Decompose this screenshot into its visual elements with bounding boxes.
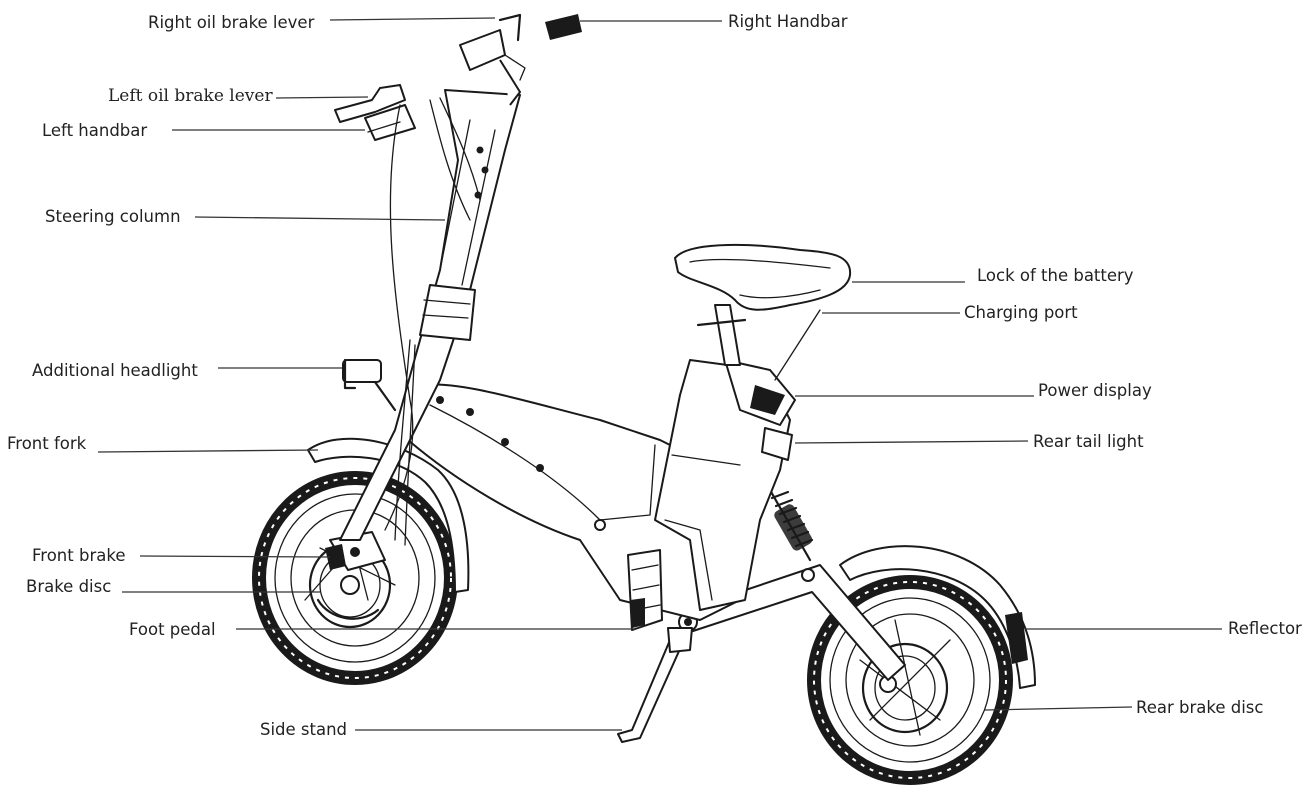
label-rear-brake-disc: Rear brake disc	[1136, 698, 1263, 717]
label-front-brake: Front brake	[32, 546, 125, 565]
leader-right-oil-brake-lever	[329, 17, 496, 21]
headlight-shape	[342, 358, 397, 412]
leader-steering-column	[194, 216, 446, 221]
rear-shock	[768, 488, 814, 562]
label-foot-pedal: Foot pedal	[129, 620, 216, 639]
side-stand-shape	[617, 627, 693, 743]
label-left-handbar: Left handbar	[42, 121, 147, 140]
label-charging-port: Charging port	[964, 303, 1078, 322]
label-rear-tail-light: Rear tail light	[1033, 432, 1144, 451]
label-left-oil-brake-lever: Left oil brake lever	[108, 86, 273, 106]
label-front-fork: Front fork	[7, 434, 87, 453]
label-power-display: Power display	[1038, 381, 1152, 400]
label-lock-of-the-battery: Lock of the battery	[977, 266, 1134, 285]
e-bike-illustration	[252, 13, 1036, 785]
label-right-handbar: Right Handbar	[728, 12, 848, 31]
brake-cable	[384, 104, 414, 531]
leader-front-brake	[139, 555, 331, 558]
leader-left-oil-brake-lever	[275, 96, 369, 99]
rear-wheel	[807, 575, 1013, 785]
label-brake-disc: Brake disc	[26, 577, 111, 596]
label-additional-headlight: Additional headlight	[32, 361, 198, 380]
handlebar-assembly	[334, 13, 582, 221]
rear-brake-disc	[861, 642, 949, 734]
label-steering-column: Steering column	[45, 207, 181, 226]
label-right-oil-brake-lever: Right oil brake lever	[148, 13, 315, 32]
rear-fender	[839, 545, 1036, 689]
leader-rear-brake-disc	[984, 706, 1133, 711]
leader-front-fork	[97, 449, 319, 453]
leader-rear-tail-light	[794, 440, 1029, 444]
label-reflector: Reflector	[1228, 619, 1302, 638]
label-side-stand: Side stand	[260, 720, 347, 739]
leader-lines	[97, 17, 1222, 731]
seat	[674, 243, 852, 381]
foot-pedal-shape	[627, 549, 663, 631]
rear-tail-light-shape	[761, 427, 793, 461]
labels: Right oil brake lever Right Handbar Left…	[7, 12, 1302, 739]
steering-column-shape	[339, 89, 521, 546]
power-display-box	[724, 359, 796, 426]
